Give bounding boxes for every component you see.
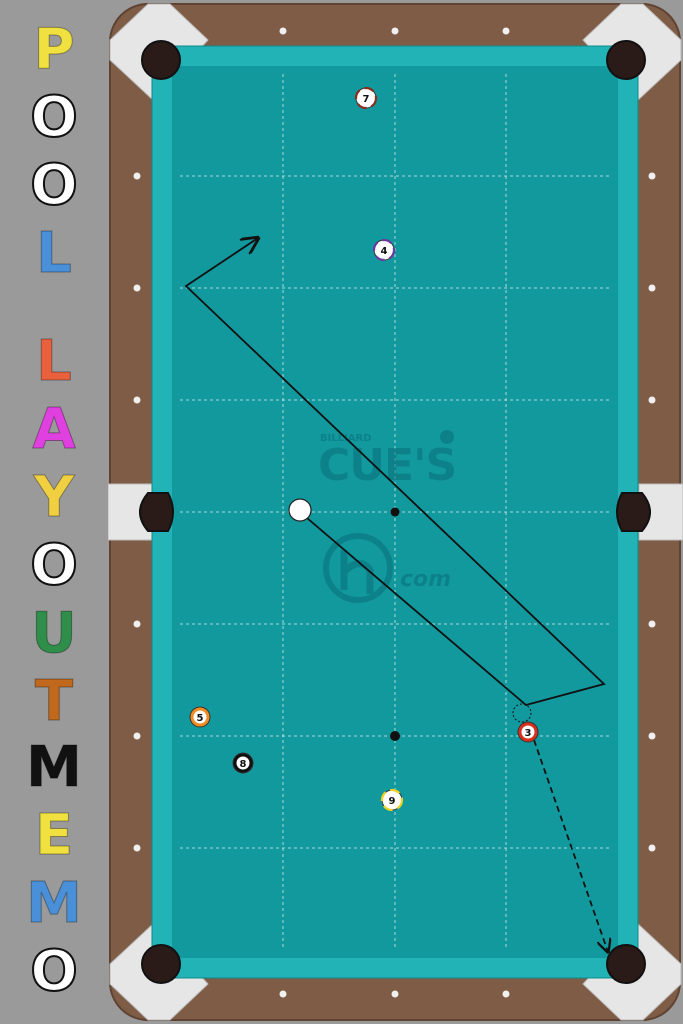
ball-number: 9 (389, 796, 396, 807)
title-letter: T (34, 669, 74, 734)
title-letter: M (26, 871, 83, 936)
ball-number-disc (385, 793, 399, 807)
ball-9: 9 (380, 788, 404, 812)
rail-diamond (391, 27, 399, 35)
title-letter: L (36, 329, 73, 394)
title-letter: O (29, 85, 79, 150)
rail-diamond (648, 732, 656, 740)
title-letter: O (29, 153, 79, 218)
ball-number-disc (193, 710, 207, 724)
pocket (141, 40, 181, 80)
rail-diamond (648, 172, 656, 180)
pocket (141, 944, 181, 984)
title-letter: O (29, 533, 79, 598)
rail-diamond (648, 844, 656, 852)
watermark-ball (440, 430, 454, 444)
ball-stripe (354, 86, 378, 110)
ghost-ball (512, 703, 532, 723)
title-letter: P (33, 17, 75, 82)
rail-diamond (648, 284, 656, 292)
ball-number: 8 (240, 759, 247, 770)
ball-number: 7 (363, 94, 370, 105)
ball-number: 4 (381, 246, 388, 257)
object-ball-path (533, 739, 608, 952)
rail-diamond (133, 732, 141, 740)
pocket (606, 40, 646, 80)
rail-diamond (133, 396, 141, 404)
rail-diamond (133, 844, 141, 852)
ball-stripe (372, 238, 396, 262)
rail-diamond (133, 172, 141, 180)
pocket-plate-right (638, 483, 683, 541)
rail-diamond (391, 990, 399, 998)
cue-ball (288, 498, 312, 522)
watermark-logo-ring (323, 533, 393, 603)
ball-number-disc (377, 243, 391, 257)
pocket (616, 492, 651, 532)
rail-diamond (133, 620, 141, 628)
title-letter: L (36, 221, 73, 286)
ball-number-disc (359, 91, 373, 105)
rail-diamond (502, 27, 510, 35)
rail-diamond (648, 396, 656, 404)
ball-number-disc (236, 756, 250, 770)
ball-stripe (380, 788, 404, 812)
foot-spot (390, 731, 400, 741)
ball-3: 3 (517, 721, 539, 743)
rail-diamond (133, 284, 141, 292)
rail-diamond (648, 620, 656, 628)
ball-number: 3 (525, 728, 532, 739)
rail-diamond (279, 27, 287, 35)
ball-8: 8 (232, 752, 254, 774)
ball-7: 7 (354, 86, 378, 110)
ball-4: 4 (372, 238, 396, 262)
center-spot (390, 507, 400, 517)
ball-number: 5 (197, 713, 204, 724)
rail-diamond (279, 990, 287, 998)
pocket (139, 492, 174, 532)
rail-diamond (502, 990, 510, 998)
ball-number-disc (521, 725, 535, 739)
title-letter: Y (33, 465, 75, 530)
title-letter: E (34, 803, 74, 868)
title-letter: M (26, 735, 83, 800)
pocket (606, 944, 646, 984)
title-letter: O (29, 939, 79, 1004)
title-letter: A (32, 397, 76, 462)
cue-ball-path (184, 238, 606, 706)
ball-5: 5 (189, 706, 211, 728)
watermark-brand: CUE'S (318, 440, 456, 491)
watermark-domain: com (400, 567, 451, 592)
title-letter: U (31, 601, 77, 666)
